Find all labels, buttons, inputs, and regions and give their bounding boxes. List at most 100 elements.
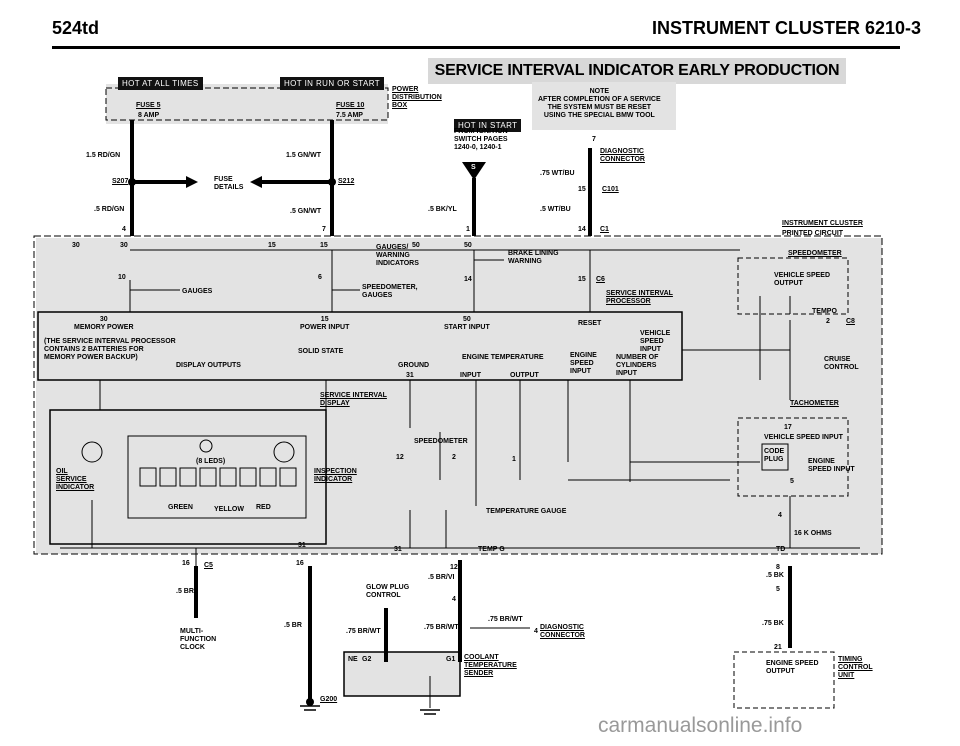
note-zone	[532, 82, 676, 130]
ignition-source-note: FROM IGNITION SWITCH PAGES 1240-0, 1240-…	[454, 128, 508, 151]
cylinders-input-label: NUMBER OF CYLINDERS INPUT	[616, 354, 659, 377]
pin-number: 14	[464, 276, 472, 283]
wire-label: .75 WT/BU	[540, 170, 575, 177]
pin-number: 4	[778, 512, 782, 519]
wire-label: .75 BK	[762, 620, 784, 627]
connector-c101-top: C101	[602, 186, 619, 193]
wire-label: .5 GN/WT	[290, 208, 322, 215]
pin-number: 12	[396, 454, 404, 461]
pin-number: 10	[118, 274, 126, 281]
pin-number: 12	[450, 564, 458, 571]
pin-number: 16	[182, 560, 190, 567]
reset-note: NOTE AFTER COMPLETION OF A SERVICE THE S…	[538, 88, 661, 119]
hot-in-run-or-start-badge: HOT IN RUN OR START	[280, 77, 385, 90]
g2-label: G2	[362, 656, 372, 663]
cruise-control-label: CRUISE CONTROL	[824, 356, 859, 371]
model-label: 524td	[52, 18, 100, 38]
td-label: TD	[776, 546, 786, 553]
hot-in-start-badge: HOT IN START	[454, 119, 522, 132]
engine-speed-input-label-2: ENGINE SPEED INPUT	[808, 458, 855, 473]
pin-number: 5	[790, 478, 794, 485]
pin-number: 16	[296, 560, 304, 567]
ground-pin-label: 31	[406, 372, 414, 379]
g1-label: G1	[446, 656, 456, 663]
vehicle-speed-input-label-2: VEHICLE SPEED INPUT	[764, 434, 843, 441]
brake-lining-label: BRAKE LINING WARNING	[508, 250, 559, 265]
pin-number: 15	[268, 242, 276, 249]
pin-number: 17	[784, 424, 792, 431]
pin-number: 31	[394, 546, 402, 553]
pin-number: 2	[452, 454, 456, 461]
pin-number: 15	[578, 276, 586, 283]
tempo-label: TEMPO	[812, 308, 837, 315]
fuse-zone	[106, 84, 388, 124]
wire-label: .75 BR/WT	[346, 628, 381, 635]
reset-label: RESET	[578, 320, 602, 327]
wire-label: .5 RD/GN	[94, 206, 125, 213]
pin-number: 7	[592, 136, 596, 143]
pin-number: 4	[122, 226, 126, 233]
pin-number: 2	[826, 318, 830, 325]
input-label: INPUT	[460, 372, 481, 379]
connector-c6: C6	[596, 276, 605, 283]
code-plug-label: CODE PLUG	[764, 448, 785, 463]
wire-label: 1.5 GN/WT	[286, 152, 322, 159]
temperature-gauge-label: TEMPERATURE GAUGE	[486, 508, 567, 515]
memory-power-label: 30 MEMORY POWER	[74, 316, 134, 331]
glow-plug-control-label: GLOW PLUG CONTROL	[366, 584, 410, 599]
multi-function-clock-label: MULTI- FUNCTION CLOCK	[180, 628, 217, 651]
engine-speed-output-label: ENGINE SPEED OUTPUT	[766, 660, 819, 675]
temp-g-label: TEMP G	[478, 546, 505, 553]
coolant-sender-label: COOLANT TEMPERATURE SENDER	[464, 654, 517, 677]
wire-label: .5 BK	[766, 572, 784, 579]
hot-at-all-times-badge: HOT AT ALL TIMES	[118, 77, 203, 90]
section-title: INSTRUMENT CLUSTER 6210-3	[652, 18, 922, 38]
tachometer-label: TACHOMETER	[790, 400, 839, 407]
resistor-value-label: 16 K OHMS	[794, 530, 832, 537]
pin-number: 30	[72, 242, 80, 249]
output-label: OUTPUT	[510, 372, 539, 379]
gauges-warning-label: GAUGES/ WARNING INDICATORS	[376, 244, 419, 267]
speedometer-inner-label: SPEEDOMETER	[414, 438, 468, 445]
engine-temperature-label: ENGINE TEMPERATURE	[462, 354, 544, 361]
wire-label: .5 BK/YL	[428, 206, 457, 213]
timing-control-unit-label: TIMING CONTROL UNIT	[838, 656, 873, 679]
signal-s-marker: S	[471, 164, 476, 171]
connector-c5: C5	[204, 562, 213, 569]
speedometer-label: SPEEDOMETER	[788, 250, 842, 257]
green-label: GREEN	[168, 504, 193, 511]
pin-number: 1	[466, 226, 470, 233]
service-interval-display-label: SERVICE INTERVAL DISPLAY	[320, 392, 387, 407]
splice-s207: S207	[112, 178, 129, 185]
ne-label: NE	[348, 656, 358, 663]
pin-number: 50	[464, 242, 472, 249]
wire-label: .5 BR	[284, 622, 302, 629]
fuse-5-label: FUSE 5	[136, 102, 161, 109]
pin-number: 31	[298, 542, 306, 549]
diagnostic-connector-bottom-label: DIAGNOSTIC CONNECTOR	[540, 624, 585, 639]
wire-label: .75 BR/WT	[424, 624, 459, 631]
speedometer-gauges-label: SPEEDOMETER, GAUGES	[362, 284, 418, 299]
start-input-label: 50 START INPUT	[444, 316, 490, 331]
pin-number: 4	[534, 628, 538, 635]
diagnostic-connector-label: DIAGNOSTIC CONNECTOR	[600, 148, 645, 163]
wire-label: 1.5 RD/GN	[86, 152, 121, 159]
splice-s212: S212	[338, 178, 355, 185]
diagram-title: SERVICE INTERVAL INDICATOR EARLY PRODUCT…	[428, 58, 846, 84]
vehicle-speed-input-label: VEHICLE SPEED INPUT	[640, 330, 671, 353]
engine-speed-input-label: ENGINE SPEED INPUT	[570, 352, 597, 375]
header-rule	[52, 46, 900, 49]
pin-number: 5	[776, 586, 780, 593]
wire-label: .5 BR/VI	[428, 574, 455, 581]
sender-zone	[344, 652, 460, 696]
processor-note: (THE SERVICE INTERVAL PROCESSOR CONTAINS…	[44, 338, 176, 361]
connector-c1-top: C1	[600, 226, 609, 233]
pin-number: 30	[120, 242, 128, 249]
yellow-label: YELLOW	[214, 506, 244, 513]
connector-c8: C8	[846, 318, 855, 325]
wire-label: .5 WT/BU	[540, 206, 571, 213]
cluster-zone	[36, 238, 882, 554]
gauges-label: GAUGES	[182, 288, 213, 295]
vehicle-speed-output-label: VEHICLE SPEED OUTPUT	[774, 272, 831, 287]
